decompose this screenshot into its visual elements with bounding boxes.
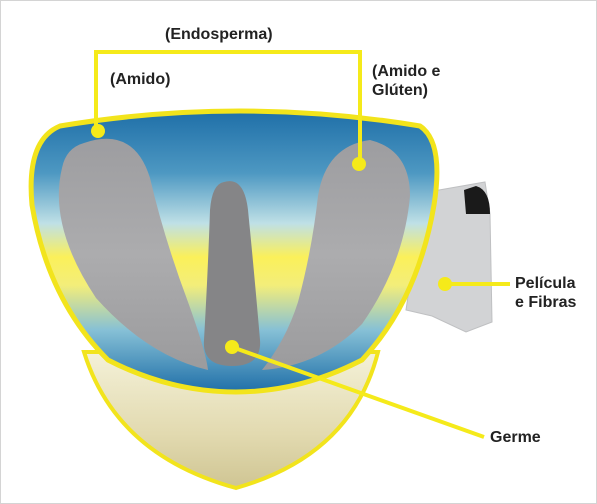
label-germ: Germe (490, 428, 541, 447)
label-endosperm: (Endosperma) (165, 25, 273, 44)
label-starch-gluten-line2: Glúten) (372, 81, 440, 100)
callout-dot-starch-gluten (352, 157, 366, 171)
label-starch-gluten: (Amido e Glúten) (372, 62, 440, 100)
label-film-fibers-line1: Película (515, 274, 576, 293)
callout-dot-starch (91, 124, 105, 138)
callout-dot-film (438, 277, 452, 291)
callout-dot-germ (225, 340, 239, 354)
label-starch-gluten-line1: (Amido e (372, 62, 440, 81)
label-film-fibers: Película e Fibras (515, 274, 576, 312)
label-starch: (Amido) (110, 70, 170, 89)
label-film-fibers-line2: e Fibras (515, 293, 576, 312)
